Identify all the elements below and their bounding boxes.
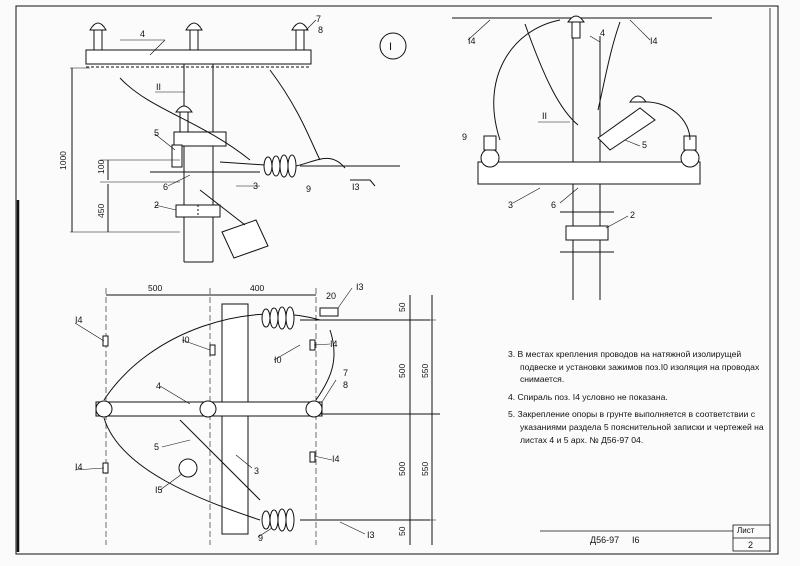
dim-550-right-upper: 550 — [420, 364, 430, 378]
plan-view — [74, 287, 440, 545]
label-14-plan-br: I4 — [332, 454, 340, 464]
label-9-plan: 9 — [258, 533, 263, 543]
doc-code: Д56-97 — [590, 535, 620, 545]
label-10-plan-a: I0 — [182, 335, 190, 345]
sheet-ref: I6 — [632, 535, 640, 545]
label-14-plan-tr: I4 — [330, 339, 338, 349]
label-11-front: II — [542, 111, 547, 121]
note-4: 4. Спираль поз. I4 условно не показана. — [508, 391, 668, 402]
label-11-side: II — [156, 82, 161, 92]
view-marker-circle — [379, 32, 407, 60]
dim-50-bottom: 50 — [397, 526, 407, 536]
label-7-plan: 7 — [343, 368, 348, 378]
label-8-plan: 8 — [343, 380, 348, 390]
dim-550-right-lower: 550 — [420, 462, 430, 476]
label-3-plan: 3 — [254, 466, 259, 476]
label-20-plan: 20 — [326, 291, 336, 301]
view-marker: I — [389, 41, 392, 53]
label-3-front: 3 — [508, 200, 513, 210]
label-13-side: I3 — [352, 182, 360, 192]
label-4-front: 4 — [600, 28, 605, 38]
note-5: 5. Закрепление опоры в грунте выполняетс… — [508, 409, 764, 445]
dim-1000: 1000 — [58, 151, 68, 170]
list-label: Лист — [737, 526, 755, 535]
list-number: 2 — [748, 540, 754, 550]
front-view — [452, 15, 712, 300]
label-13-plan-bottom: I3 — [367, 530, 375, 540]
label-6-front: 6 — [551, 200, 556, 210]
label-14-plan-tl: I4 — [75, 315, 83, 325]
dim-500-top: 500 — [148, 283, 162, 293]
dim-400-top: 400 — [250, 283, 264, 293]
note-3: 3. В местах крепления проводов на натяжн… — [508, 349, 760, 385]
label-14-front-left: I4 — [468, 36, 476, 46]
label-5-side: 5 — [154, 128, 159, 138]
label-2-front: 2 — [630, 210, 635, 220]
dim-500-right-upper: 500 — [397, 364, 407, 378]
label-5-plan: 5 — [154, 442, 159, 452]
label-7-side: 7 — [316, 14, 321, 24]
label-10-plan-b: I0 — [274, 355, 282, 365]
label-8-side: 8 — [318, 25, 323, 35]
label-14-front-right: I4 — [650, 36, 658, 46]
dim-50-top: 50 — [397, 302, 407, 312]
label-3-side: 3 — [253, 181, 258, 191]
dim-500-right-lower: 500 — [397, 462, 407, 476]
label-2-side: 2 — [154, 200, 159, 210]
side-view — [70, 19, 400, 263]
notes-block: 3. В местах крепления проводов на натяжн… — [508, 348, 766, 451]
dim-100: 100 — [96, 160, 106, 174]
label-9-front: 9 — [462, 132, 467, 142]
label-14-plan-bl: I4 — [75, 462, 83, 472]
label-9-side: 9 — [306, 184, 311, 194]
sheet-frame — [15, 5, 779, 555]
label-15-plan: I5 — [155, 485, 163, 495]
label-6-side: 6 — [163, 182, 168, 192]
label-4-plan: 4 — [156, 381, 161, 391]
label-5-front: 5 — [642, 140, 647, 150]
label-13-plan-top: I3 — [356, 282, 364, 292]
label-4-side: 4 — [140, 29, 145, 39]
dim-450: 450 — [96, 204, 106, 218]
